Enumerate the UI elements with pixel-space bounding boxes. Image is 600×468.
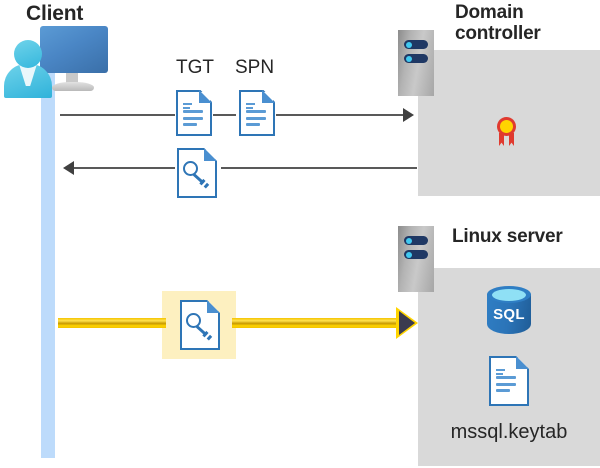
certificate-ribbon-left <box>499 133 504 146</box>
monitor-neck-icon <box>66 73 78 84</box>
tgt-label: TGT <box>176 57 214 78</box>
sql-text: SQL <box>493 306 525 323</box>
client-label: Client <box>26 2 84 25</box>
document-tickmarks <box>246 103 255 110</box>
document-fold <box>199 90 212 103</box>
rack-led-row <box>404 250 428 259</box>
service-ticket-arrow-segment <box>58 318 166 328</box>
service-ticket-arrowhead-inner <box>399 311 415 335</box>
certificate-seal-inner <box>500 120 513 133</box>
spn-document-icon <box>239 90 275 136</box>
response-arrow-segment <box>221 167 417 169</box>
client-lifeline <box>41 62 55 458</box>
document-tickmarks <box>496 369 505 376</box>
domain-controller-rack-icon <box>398 30 434 96</box>
rack-led-row <box>404 40 428 49</box>
key-document-icon <box>177 148 217 198</box>
document-text-lines <box>496 376 516 396</box>
certificate-ribbon-right <box>509 133 514 146</box>
rack-led-row <box>404 54 428 63</box>
keytab-document-icon <box>489 356 529 406</box>
tgt-document-icon <box>176 90 212 136</box>
document-tickmarks <box>183 103 192 110</box>
document-text-lines <box>183 110 203 130</box>
domain-controller-label: Domain controller <box>455 2 541 45</box>
request-arrow-segment <box>213 114 236 116</box>
sql-database-icon: SQL <box>487 286 531 340</box>
key-ring <box>183 161 198 176</box>
document-text-lines <box>246 110 266 130</box>
document-fold <box>516 356 529 369</box>
request-arrow-segment <box>276 114 404 116</box>
linux-server-label: Linux server <box>452 226 563 247</box>
service-ticket-key-document-icon <box>180 300 220 350</box>
service-ticket-arrow-segment <box>232 318 400 328</box>
certificate-icon <box>488 104 526 152</box>
linux-server-rack-icon <box>398 226 434 292</box>
key-ring <box>186 313 201 328</box>
response-arrowhead <box>63 161 74 175</box>
person-head-icon <box>14 40 42 68</box>
request-arrow-segment <box>60 114 175 116</box>
document-sheet <box>239 90 275 136</box>
document-fold <box>204 148 217 161</box>
database-cylinder-top-inner <box>492 289 526 301</box>
keytab-filename-label: mssql.keytab <box>450 421 568 443</box>
response-arrow-segment <box>74 167 175 169</box>
monitor-base-icon <box>52 82 94 91</box>
request-arrowhead <box>403 108 414 122</box>
rack-led-row <box>404 236 428 245</box>
monitor-screen-icon <box>40 26 108 73</box>
user-workstation-icon <box>4 26 108 98</box>
spn-label: SPN <box>235 57 275 78</box>
